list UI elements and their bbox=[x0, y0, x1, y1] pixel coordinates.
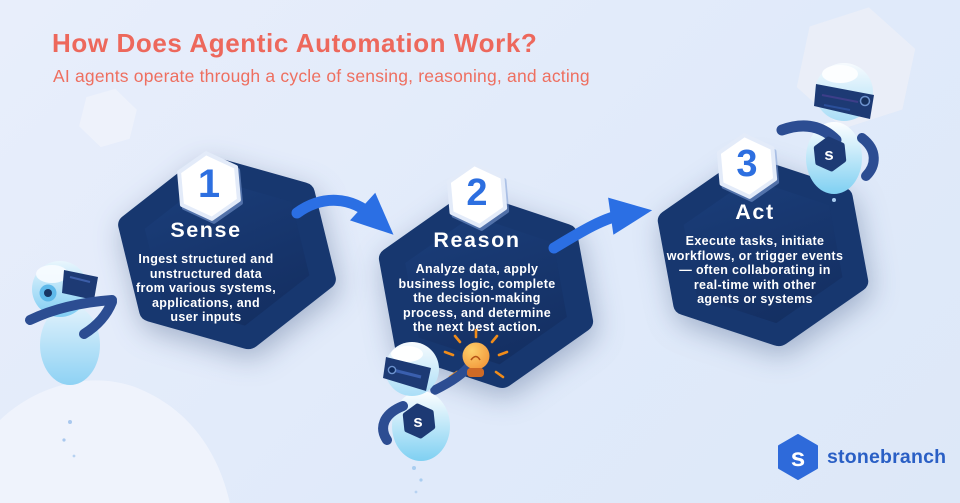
step-number: 1 bbox=[197, 161, 221, 206]
faint-hexagon-icon bbox=[79, 88, 137, 148]
visor-streak bbox=[821, 94, 859, 103]
thruster-sparkle bbox=[412, 466, 416, 470]
step-badge-3: 3 bbox=[714, 131, 780, 201]
robot-arm bbox=[79, 297, 117, 339]
head-highlight bbox=[822, 65, 858, 83]
chest-shield-icon bbox=[813, 136, 847, 172]
logo-monogram: s bbox=[791, 442, 805, 472]
head-highlight bbox=[391, 346, 423, 362]
robot-top-right: s bbox=[776, 63, 879, 202]
visor-streak bbox=[392, 368, 422, 379]
robot-center-lightbulb: s bbox=[378, 328, 509, 494]
card-hexagon-sense bbox=[118, 154, 336, 350]
thruster-sparkle bbox=[68, 420, 72, 424]
card-text-reason: Reason Analyze data, apply business logi… bbox=[377, 228, 577, 335]
light-mound-decor bbox=[0, 380, 230, 503]
shield-letter: s bbox=[824, 145, 833, 164]
head-highlight bbox=[36, 265, 68, 283]
card-title: Act bbox=[735, 200, 775, 224]
header: How Does Agentic Automation Work? AI age… bbox=[52, 28, 692, 87]
shield-letter: s bbox=[413, 412, 422, 431]
card-title: Reason bbox=[433, 228, 521, 252]
robot-eye-icon bbox=[387, 365, 397, 375]
robot-pupil bbox=[44, 289, 52, 297]
thruster-sparkle bbox=[414, 490, 418, 494]
page-title: How Does Agentic Automation Work? bbox=[52, 28, 538, 58]
robot-visor-icon bbox=[814, 84, 874, 119]
robot-arm bbox=[776, 120, 842, 146]
hexagon-badge-icon bbox=[716, 133, 778, 199]
hexagon-badge-icon bbox=[177, 151, 241, 221]
step-number: 3 bbox=[736, 142, 758, 185]
step-number: 2 bbox=[466, 171, 488, 214]
robot-arm bbox=[25, 295, 117, 325]
visor-streak bbox=[69, 276, 91, 283]
step-badge-2: 2 bbox=[444, 160, 510, 230]
curved-arrow-icon bbox=[291, 192, 394, 235]
robot-left bbox=[25, 261, 117, 458]
hexagon-badge-icon bbox=[446, 162, 508, 228]
thruster-sparkle bbox=[62, 438, 66, 442]
card-body: Analyze data, apply business logic, comp… bbox=[398, 262, 556, 335]
stonebranch-logo: s stonebranch bbox=[778, 433, 946, 481]
robot-arm bbox=[857, 133, 879, 181]
robot-arm bbox=[378, 401, 408, 445]
step-badge-1: 1 bbox=[174, 149, 244, 223]
card-body: Ingest structured and unstructured data … bbox=[135, 252, 277, 325]
robot-body bbox=[40, 305, 100, 385]
robot-arm bbox=[430, 357, 477, 395]
visor-streak bbox=[823, 104, 851, 111]
thruster-sparkle bbox=[419, 478, 423, 482]
card-hexagon-act bbox=[657, 156, 869, 346]
card-text-act: Act Execute tasks, initiate workflows, o… bbox=[654, 200, 856, 307]
robot-eye-icon bbox=[859, 95, 871, 107]
page-subtitle: AI agents operate through a cycle of sen… bbox=[53, 66, 590, 86]
card-body: Execute tasks, initiate workflows, or tr… bbox=[666, 234, 844, 307]
curved-arrow-icon bbox=[548, 197, 653, 254]
stonebranch-logo-icon: s bbox=[778, 434, 818, 480]
lightbulb-filament bbox=[470, 355, 481, 361]
chest-shield-icon bbox=[402, 403, 436, 439]
card-title: Sense bbox=[170, 218, 242, 242]
thruster-sparkle bbox=[72, 454, 76, 458]
logo-wordmark: stonebranch bbox=[827, 445, 947, 468]
lightbulb-base bbox=[467, 368, 484, 377]
thruster-sparkle bbox=[832, 198, 836, 202]
card-text-sense: Sense Ingest structured and unstructured… bbox=[106, 218, 306, 325]
